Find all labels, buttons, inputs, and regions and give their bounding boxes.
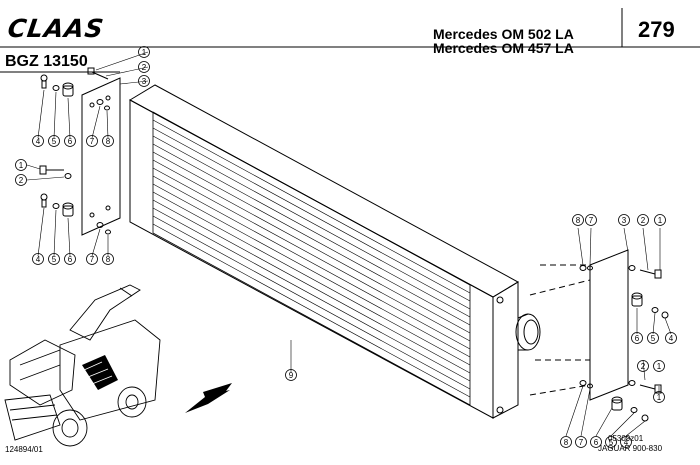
- callout-9: 9: [289, 371, 294, 380]
- callout-4: 4: [669, 334, 674, 343]
- figure-code: 05309z01: [608, 434, 644, 443]
- callout-1: 1: [657, 393, 662, 402]
- machine-range: JAGUAR 900-830: [598, 444, 663, 453]
- callout-2: 2: [641, 216, 646, 225]
- cooler-fins: [152, 119, 471, 398]
- callout-4: 4: [36, 255, 41, 264]
- callout-7: 7: [90, 255, 95, 264]
- left-hardware-upper: [39, 67, 110, 179]
- leader-lines: [26, 51, 672, 437]
- callout-2: 2: [19, 176, 24, 185]
- callout-3: 3: [622, 216, 627, 225]
- group-code: BGZ 13150: [5, 53, 88, 70]
- callout-bubbles: [15, 46, 677, 448]
- left-mounting-bracket: [81, 77, 121, 236]
- callout-6: 6: [594, 438, 599, 447]
- callout-7: 7: [90, 137, 95, 146]
- callout-4: 4: [36, 137, 41, 146]
- callout-2: 2: [142, 63, 147, 72]
- engine-model-2: Mercedes OM 457 LA: [433, 40, 574, 56]
- machine-location-sketch: [4, 284, 232, 447]
- callout-1: 1: [657, 362, 662, 371]
- callout-1: 1: [658, 216, 663, 225]
- callout-5: 5: [609, 438, 614, 447]
- left-hardware-lower: [40, 193, 111, 235]
- callout-1: 1: [142, 48, 147, 57]
- callout-5: 5: [52, 255, 57, 264]
- callout-2: 2: [641, 362, 646, 371]
- callout-6: 6: [68, 255, 73, 264]
- callout-8: 8: [106, 255, 111, 264]
- drawing-number: 124894/01: [5, 445, 43, 454]
- page-number: 279: [638, 17, 675, 42]
- callout-8: 8: [576, 216, 581, 225]
- callout-6: 6: [68, 137, 73, 146]
- callout-8: 8: [564, 438, 569, 447]
- callout-5: 5: [52, 137, 57, 146]
- charge-air-cooler: [128, 84, 541, 419]
- callout-7: 7: [589, 216, 594, 225]
- callout-1: 1: [19, 161, 24, 170]
- callout-3: 3: [142, 77, 147, 86]
- callout-7: 7: [579, 438, 584, 447]
- right-hardware: [579, 265, 669, 422]
- callout-6: 6: [635, 334, 640, 343]
- callout-labels: 1 2 3 4 5 6 7 8 1 2 4 5 6 7 8 9 8 7 3 2 …: [19, 48, 674, 447]
- callout-5: 5: [651, 334, 656, 343]
- callout-4: 4: [624, 438, 629, 447]
- engine-model-1: Mercedes OM 502 LA: [433, 26, 574, 42]
- callout-8: 8: [106, 137, 111, 146]
- right-mounting-bracket: [529, 249, 629, 401]
